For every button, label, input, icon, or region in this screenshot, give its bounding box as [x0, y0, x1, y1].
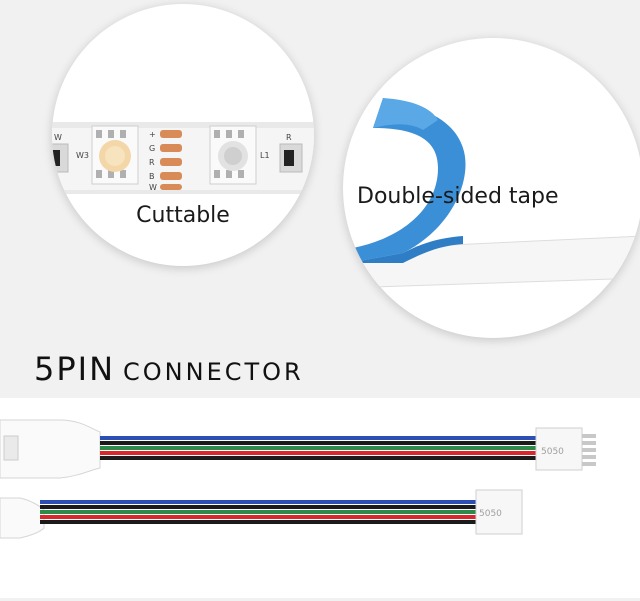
- pcb-mark-r: R: [149, 158, 155, 167]
- connector-1-marking: 5050: [541, 447, 564, 457]
- double-sided-tape-label: Double-sided tape: [357, 184, 559, 209]
- connector-cables-panel: 5050 5050: [0, 398, 640, 598]
- pcb-mark-b: B: [149, 172, 155, 181]
- led-strip-closeup: + G R B W W3 L1 W R: [52, 122, 314, 194]
- tape-closeup: [343, 98, 640, 289]
- connector-2-marking: 5050: [479, 509, 502, 519]
- tape-zoom-circle: Double-sided tape: [343, 38, 640, 338]
- cuttable-label: Cuttable: [136, 203, 230, 228]
- pcb-mark-plus: +: [149, 130, 156, 139]
- cuttable-zoom-circle: + G R B W W3 L1 W R Cuttable: [52, 4, 314, 266]
- pcb-mark-w3: W3: [76, 151, 89, 160]
- pcb-mark-w-left: W: [54, 133, 62, 142]
- pcb-mark-l1: L1: [260, 151, 270, 160]
- heading-sub: CONNECTOR: [123, 358, 304, 386]
- pcb-mark-w: W: [149, 183, 157, 192]
- pcb-mark-g: G: [149, 144, 155, 153]
- heading-main: 5PIN: [34, 350, 116, 388]
- pcb-mark-r-right: R: [286, 133, 292, 142]
- cable-illustration: 5050 5050: [0, 419, 596, 539]
